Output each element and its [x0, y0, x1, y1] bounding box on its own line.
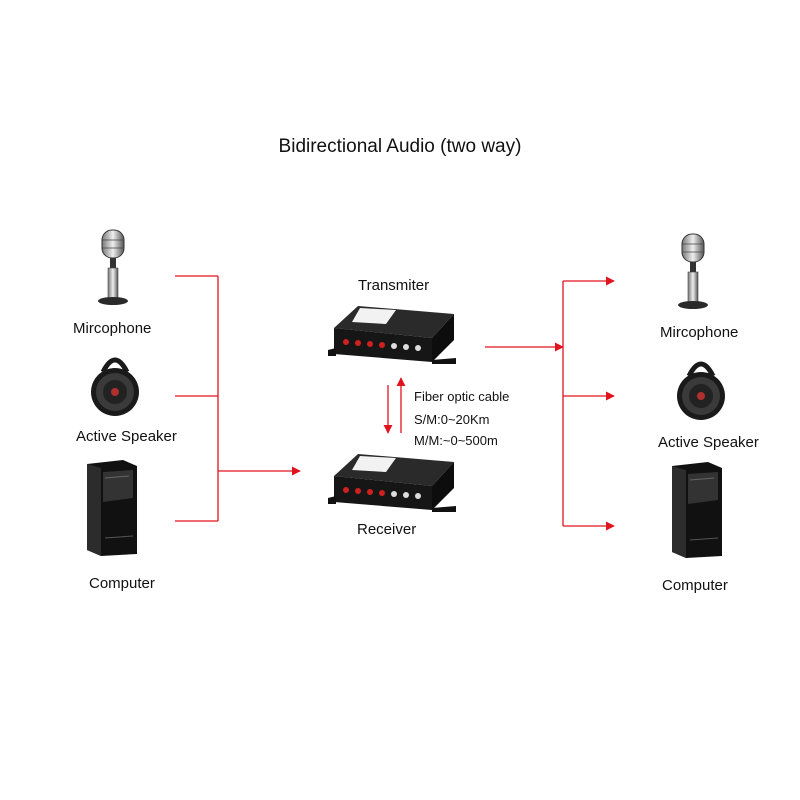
- left-active-speaker: [85, 350, 145, 418]
- fiber-link-arrows: [383, 377, 406, 434]
- fiber-cable-label: Fiber optic cable: [414, 389, 510, 404]
- computer-tower-icon: [672, 462, 722, 558]
- transmitter-device: [328, 298, 458, 368]
- left-microphone-label: Mircophone: [73, 320, 152, 337]
- multi-mode-range: M/M:~0~500m: [414, 433, 498, 448]
- single-mode-range: S/M:0~20Km: [414, 412, 490, 427]
- right-active-speaker: [671, 354, 731, 422]
- speaker-icon: [91, 357, 139, 416]
- transmitter-label: Transmiter: [358, 277, 430, 294]
- speaker-icon: [677, 361, 725, 420]
- microphone-icon: [678, 233, 708, 309]
- microphone-icon: [98, 229, 128, 305]
- left-computer: [79, 458, 141, 558]
- computer-tower-icon: [87, 460, 137, 556]
- receiver-label: Receiver: [357, 521, 417, 538]
- diagram-title: Bidirectional Audio (two way): [278, 136, 522, 157]
- right-computer: [664, 460, 726, 560]
- right-microphone: [668, 232, 718, 312]
- receiver-device: [328, 446, 458, 516]
- audio-fiber-box-icon: [328, 454, 456, 512]
- left-computer-label: Computer: [89, 575, 155, 592]
- right-bus-lines: [485, 276, 615, 531]
- left-bus-lines: [175, 275, 301, 522]
- audio-fiber-box-icon: [328, 306, 456, 364]
- right-computer-label: Computer: [662, 577, 728, 594]
- right-microphone-label: Mircophone: [660, 324, 739, 341]
- right-active-speaker-label: Active Speaker: [658, 434, 759, 451]
- left-microphone: [88, 228, 138, 308]
- left-active-speaker-label: Active Speaker: [76, 428, 177, 445]
